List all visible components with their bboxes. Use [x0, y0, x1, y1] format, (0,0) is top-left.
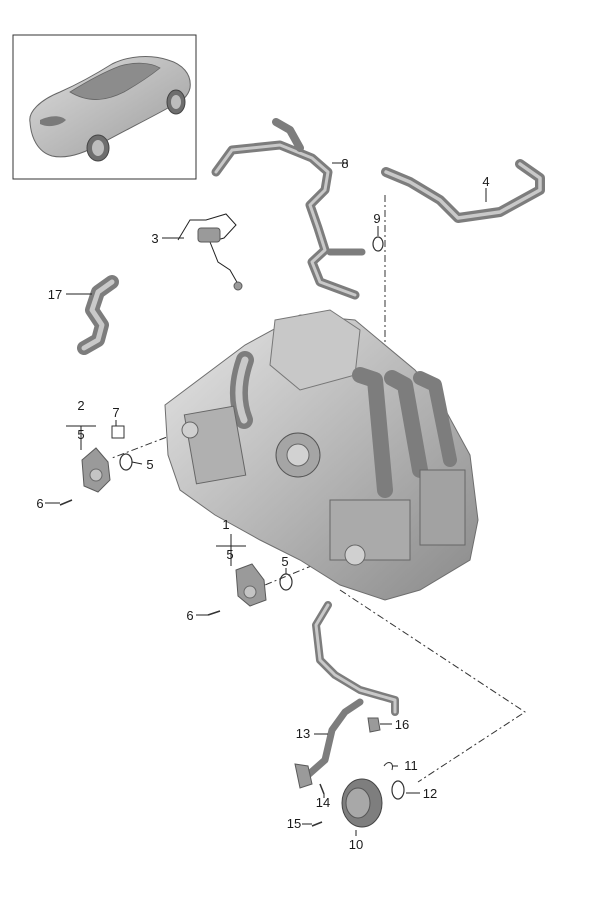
part-3-sensor: [177, 213, 243, 291]
callout-10: 10: [349, 837, 363, 852]
callout-6-lower: 6: [186, 608, 193, 623]
callout-11: 11: [404, 758, 418, 773]
callout-12: 12: [423, 786, 437, 801]
callout-2: 2: [77, 398, 84, 413]
callout-16: 16: [395, 717, 409, 732]
callout-14: 14: [316, 795, 330, 810]
vehicle-thumbnail: [12, 34, 197, 180]
part-10-pump: [311, 762, 405, 828]
part-8-hose: [211, 118, 366, 300]
part-13-pipe: [294, 601, 399, 789]
callout-7: 7: [112, 405, 119, 420]
callout-5-lower-bracket: 5: [226, 547, 233, 562]
part-17-hose: [77, 275, 119, 355]
callout-3: 3: [151, 231, 158, 246]
callout-15: 15: [287, 816, 301, 831]
callout-4: 4: [482, 174, 489, 189]
engine-assembly: [164, 309, 479, 601]
callout-5-lower-ring: 5: [281, 554, 288, 569]
callout-5-upper-bracket: 5: [77, 427, 84, 442]
leader-lines: [45, 162, 487, 836]
callout-9: 9: [373, 211, 380, 226]
part-1-housing: [207, 563, 293, 616]
callout-17: 17: [48, 287, 62, 302]
callout-13: 13: [296, 726, 310, 741]
callout-1: 1: [222, 517, 229, 532]
callout-8: 8: [341, 156, 348, 171]
callout-5-upper-ring: 5: [146, 457, 153, 472]
car-illustration: [29, 56, 191, 162]
part-4-pipe: [381, 159, 545, 223]
part-2-housing: [59, 425, 133, 506]
part-16-bracket: [367, 717, 381, 733]
callout-labels: 1 2 3 4 5 5 5 5 6 6 7 8 9 10 11 12 13 14…: [36, 156, 489, 852]
part-9-ring: [372, 236, 384, 252]
callout-6-upper: 6: [36, 496, 43, 511]
